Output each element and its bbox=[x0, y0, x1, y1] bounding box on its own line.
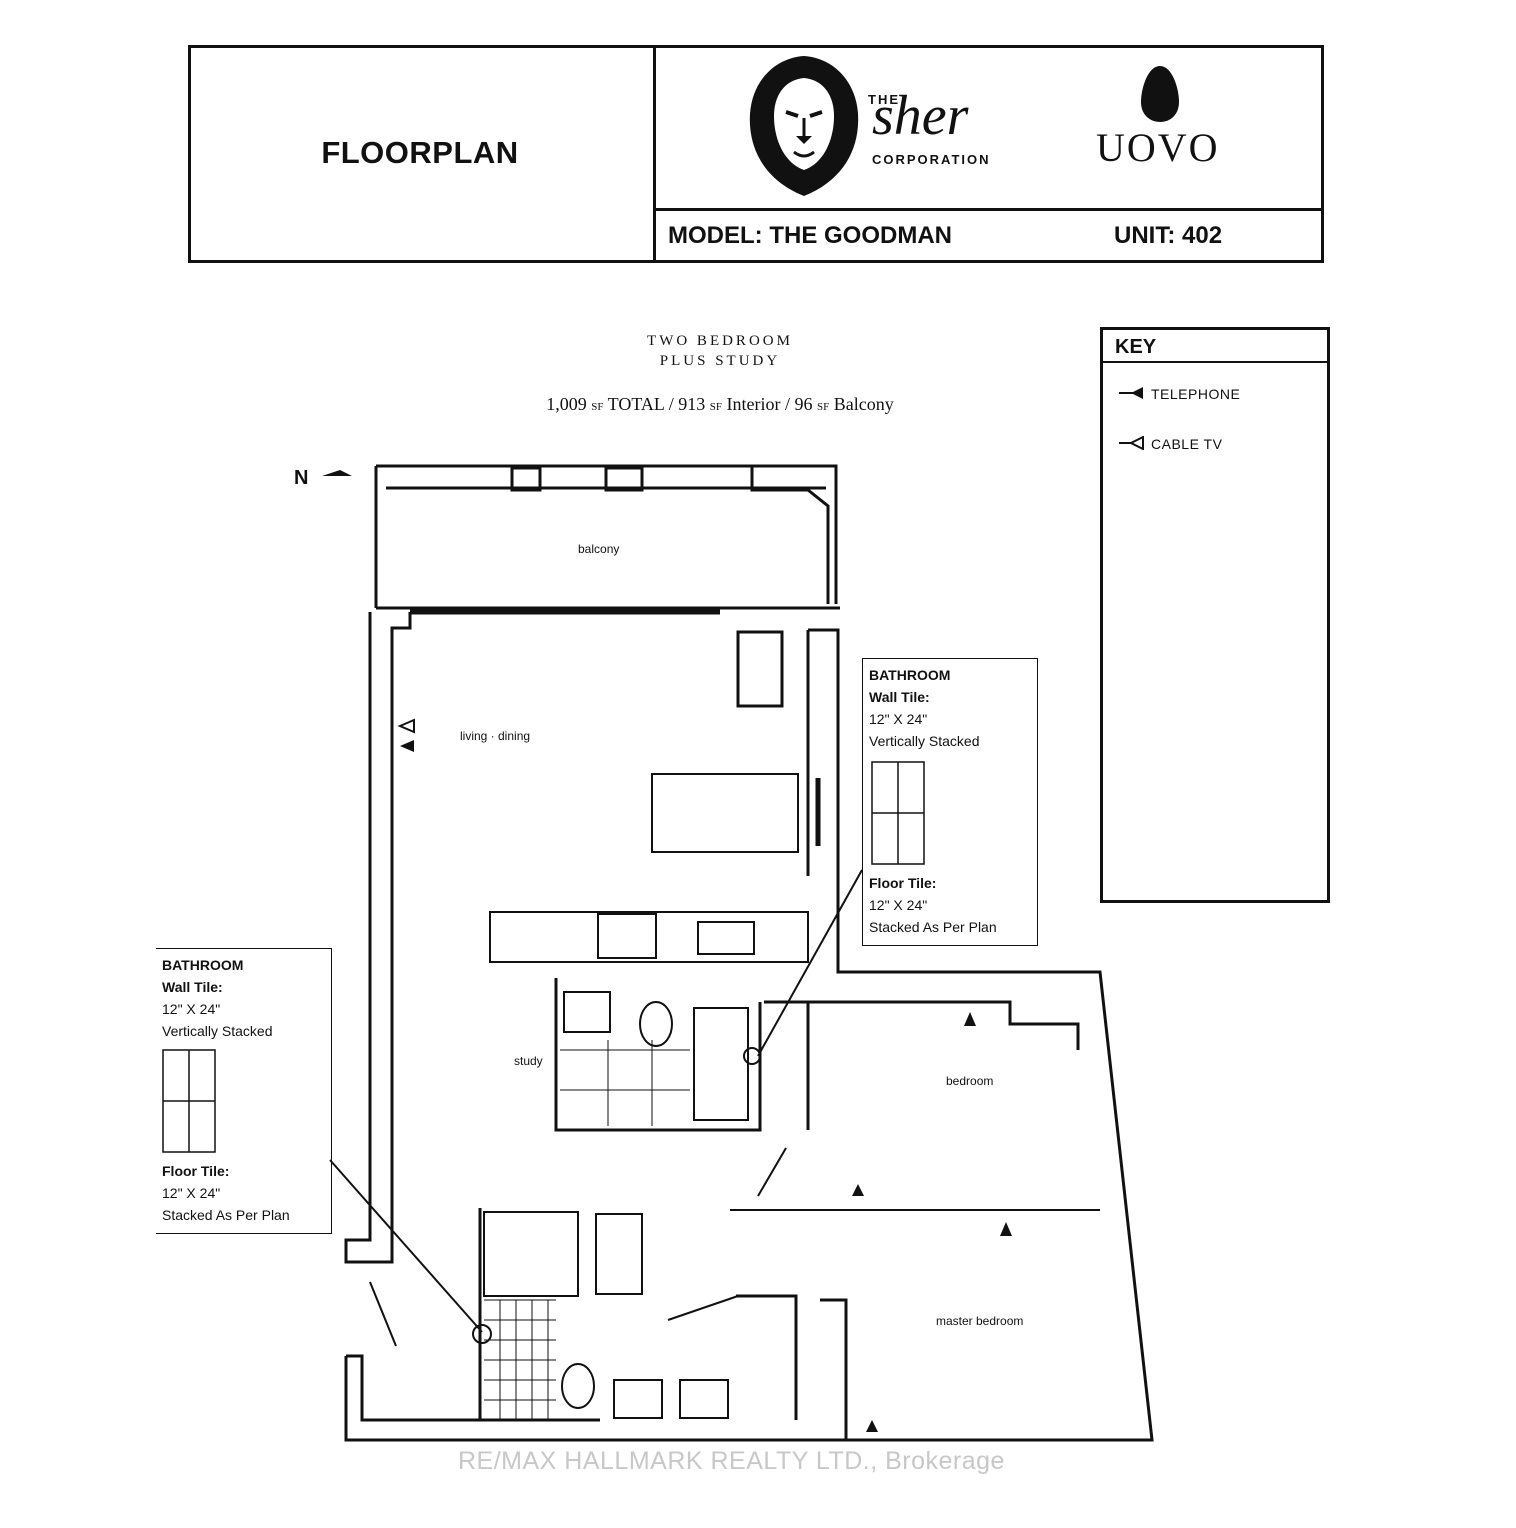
spec-heading: BATHROOM bbox=[162, 957, 244, 973]
spec-floor-label: Floor Tile: bbox=[162, 1163, 230, 1179]
sher-the-text: THE bbox=[868, 92, 900, 107]
plan-subtitle-line2: PLUS STUDY bbox=[659, 353, 781, 369]
header-divider-vertical bbox=[653, 48, 656, 260]
key-item-cable-tv: CABLE TV bbox=[1151, 436, 1223, 452]
key-legend: KEY TELEPHONE CABLE TV bbox=[1100, 327, 1330, 903]
area-interior-value: 913 bbox=[678, 394, 706, 414]
telephone-jack-icon bbox=[866, 1420, 878, 1432]
telephone-jack-icon bbox=[852, 1184, 864, 1196]
tile-pattern-icon bbox=[871, 761, 925, 865]
spec-floor-label: Floor Tile: bbox=[869, 875, 937, 891]
spec-heading: BATHROOM bbox=[869, 667, 951, 683]
area-balcony-value: 96 bbox=[794, 394, 813, 414]
room-label-study: study bbox=[514, 1054, 543, 1068]
area-separator: / bbox=[784, 394, 790, 414]
telephone-jack-icon bbox=[1000, 1222, 1012, 1236]
model-name: THE GOODMAN bbox=[769, 222, 952, 249]
north-arrow-icon bbox=[322, 470, 352, 476]
cable-tv-jack-icon bbox=[1119, 436, 1144, 450]
telephone-jack-icon bbox=[1119, 387, 1143, 399]
egg-logo-icon bbox=[1141, 66, 1179, 122]
spec-wall-label: Wall Tile: bbox=[869, 689, 930, 705]
bathroom-spec-right: BATHROOM Wall Tile: 12" X 24" Vertically… bbox=[862, 658, 1038, 946]
telephone-jack-icon bbox=[964, 1012, 976, 1026]
telephone-jack-icon bbox=[400, 740, 414, 752]
model-label: MODEL: bbox=[668, 222, 763, 249]
bathroom-spec-left: BATHROOM Wall Tile: 12" X 24" Vertically… bbox=[156, 948, 332, 1234]
sher-corporation-text: CORPORATION bbox=[872, 152, 991, 167]
cable-tv-jack-icon bbox=[397, 718, 415, 734]
room-label-master-bedroom: master bedroom bbox=[936, 1314, 1024, 1328]
tile-pattern-icon bbox=[162, 1049, 216, 1153]
area-total-label: TOTAL bbox=[607, 394, 665, 414]
uovo-name-text: UOVO bbox=[1096, 125, 1220, 170]
unit-number: 402 bbox=[1182, 222, 1223, 249]
area-summary: 1,009 SF TOTAL / 913 SF Interior / 96 SF… bbox=[420, 394, 1020, 415]
sf-unit: SF bbox=[817, 401, 830, 413]
room-label-bedroom: bedroom bbox=[946, 1074, 994, 1088]
spec-floor-size: 12" X 24" bbox=[869, 897, 928, 913]
spec-floor-pattern: Stacked As Per Plan bbox=[869, 919, 997, 935]
plan-subtitle-line1: TWO BEDROOM bbox=[647, 333, 793, 349]
unit-line: UNIT: 402 bbox=[1114, 222, 1222, 250]
spec-wall-pattern: Vertically Stacked bbox=[869, 733, 980, 749]
sf-unit: SF bbox=[709, 401, 722, 413]
watermark: RE/MAX HALLMARK REALTY LTD., Brokerage bbox=[458, 1447, 1005, 1475]
key-title: KEY bbox=[1103, 330, 1327, 363]
spec-wall-label: Wall Tile: bbox=[162, 979, 223, 995]
page-title: FLOORPLAN bbox=[321, 135, 519, 170]
room-label-balcony: balcony bbox=[578, 542, 620, 556]
area-balcony-label: Balcony bbox=[833, 394, 894, 414]
unit-label: UNIT: bbox=[1114, 222, 1176, 249]
area-separator: / bbox=[668, 394, 674, 414]
sf-unit: SF bbox=[591, 401, 604, 413]
key-item-telephone: TELEPHONE bbox=[1151, 386, 1241, 402]
spec-floor-pattern: Stacked As Per Plan bbox=[162, 1207, 290, 1223]
sher-name-text: sher bbox=[872, 85, 969, 147]
room-label-living-dining: living · dining bbox=[460, 729, 531, 743]
spec-floor-size: 12" X 24" bbox=[162, 1185, 221, 1201]
area-interior-label: Interior bbox=[726, 394, 781, 414]
area-total-value: 1,009 bbox=[546, 394, 587, 414]
header-box bbox=[188, 45, 1324, 263]
spec-wall-size: 12" X 24" bbox=[162, 1001, 221, 1017]
spec-wall-pattern: Vertically Stacked bbox=[162, 1023, 273, 1039]
model-line: MODEL: THE GOODMAN bbox=[668, 222, 952, 250]
header-divider-horizontal bbox=[653, 208, 1321, 211]
lion-logo-icon bbox=[749, 56, 859, 196]
north-indicator: N bbox=[294, 467, 308, 489]
spec-wall-size: 12" X 24" bbox=[869, 711, 928, 727]
